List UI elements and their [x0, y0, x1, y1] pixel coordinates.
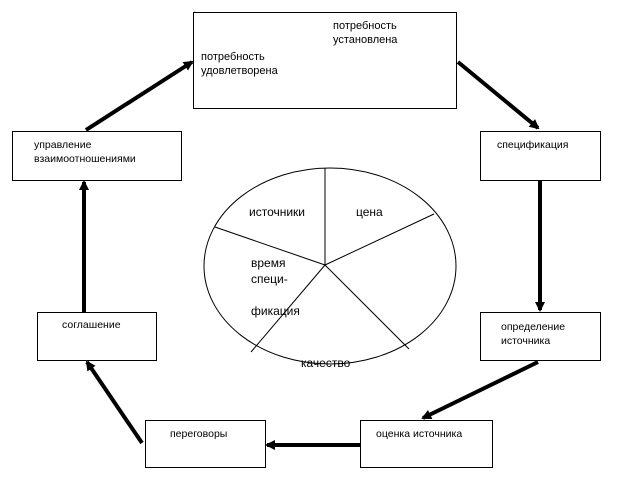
relationship-management-label: управление взаимоотношениями	[34, 139, 136, 165]
pie-ellipse	[203, 167, 457, 365]
relationship-management-box	[12, 131, 182, 181]
need-box	[193, 12, 457, 109]
agreement-box	[37, 312, 157, 361]
source-definition-label: определение источника	[501, 321, 566, 347]
arrow-management-to-top	[84, 60, 194, 132]
source-definition-box	[480, 312, 601, 361]
pie-divider-lower-left	[250, 264, 326, 353]
pie-label-price: цена	[356, 205, 383, 219]
pie-label-sources: источники	[249, 205, 306, 219]
need-established-label: потребность установлена	[333, 20, 398, 46]
arrow-source-definition-to-evaluation	[421, 360, 539, 420]
pie-label-quality: качество	[301, 356, 351, 370]
agreement-label: соглашение	[62, 319, 121, 331]
arrow-negotiations-to-agreement	[85, 360, 144, 445]
pie-divider-left	[214, 226, 326, 266]
specification-label: спецификация	[497, 139, 569, 151]
pie-divider-lower-right	[324, 264, 410, 350]
source-evaluation-label: оценка источника	[376, 428, 463, 440]
arrow-top-to-specification	[456, 60, 540, 130]
pie-label-time-specification: время специ- фикация	[251, 256, 300, 318]
source-evaluation-box	[360, 420, 493, 468]
specification-box	[480, 131, 601, 181]
negotiations-label: переговоры	[170, 428, 228, 440]
negotiations-box	[145, 420, 266, 468]
need-satisfied-label: потребность удовлетворена	[201, 51, 278, 77]
pie-divider-right	[324, 213, 435, 266]
